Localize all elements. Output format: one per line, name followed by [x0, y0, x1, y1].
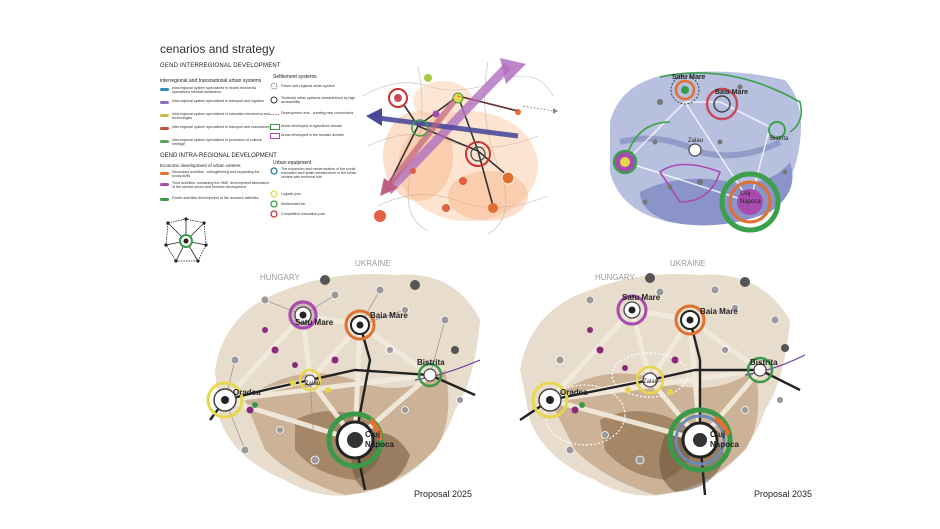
- label-zalau: Zalau: [688, 138, 703, 144]
- ring-icon: [270, 190, 278, 198]
- network-schema: [164, 217, 208, 263]
- ring-icon: [270, 167, 278, 175]
- circle-icon: [270, 96, 278, 104]
- legend-item: inter-regional system specialized in tra…: [172, 125, 271, 129]
- legend-swatch: [160, 172, 169, 175]
- label-ukraine: UKRAINE: [355, 259, 391, 268]
- label-satu-mare: Satu Mare: [622, 293, 661, 302]
- legend-item: Development axis - creating new connecti…: [281, 111, 354, 115]
- ring-icon: [270, 200, 278, 208]
- legend-settlement-list: Future sub-regional urban system Territo…: [270, 82, 360, 152]
- label-cluj: Cluj: [740, 191, 750, 197]
- label-oradea: Oradea: [233, 388, 261, 397]
- legend-item: Areas developed in the touristic domain: [281, 133, 344, 137]
- label-napoca: Napoca: [710, 440, 739, 449]
- caption-proposal-2025: Proposal 2025: [414, 489, 473, 499]
- page-title: cenarios and strategy: [160, 42, 275, 56]
- legend-item: Fourth activities development of the res…: [172, 196, 259, 200]
- legend-item: inter-regional system specialized in pro…: [172, 138, 262, 147]
- legend-item: Logistic pole: [281, 192, 301, 196]
- legend-equipment-list: The expansion and modernization of the s…: [270, 167, 360, 227]
- dashed-line-icon: [270, 114, 279, 115]
- dotted-circle-icon: [270, 82, 278, 90]
- legend-swatch: [160, 114, 169, 117]
- legend-item: Third activities- sustaining the SME, de…: [172, 181, 269, 190]
- legend-heading-intraregional: GEND INTRA-REGIONAL DEVELOPMENT: [160, 153, 277, 159]
- legend-item: Competitive innovation pole: [281, 212, 326, 216]
- label-baia-mare: Baia Mare: [700, 307, 738, 316]
- label-oradea: Oradea: [560, 388, 588, 397]
- legend-economic-list: Secondary activities - strengthening and…: [160, 170, 275, 210]
- label-zalau: Zalau: [305, 381, 320, 387]
- legend-item: intra-regional system specialized in tra…: [172, 99, 264, 103]
- legend-item: Secondary activities - strengthening and…: [172, 170, 260, 179]
- legend-item: Territorial urban systems characterized …: [281, 96, 356, 105]
- label-napoca: Napoca: [740, 199, 761, 205]
- tourism-swatch: [270, 133, 280, 139]
- legend-item: Future sub-regional urban system: [281, 84, 335, 88]
- label-satu-mare: Satu Mare: [672, 74, 706, 81]
- label-hungary: HUNGARY: [595, 273, 636, 282]
- legend-subtitle-economic: Economic development of urban centers: [160, 163, 241, 168]
- legend-item: Multimodal hub: [281, 202, 306, 206]
- label-hungary: HUNGARY: [260, 273, 301, 282]
- agriculture-swatch: [270, 124, 280, 130]
- ring-icon: [270, 210, 278, 218]
- legend-heading-interregional: GEND INTERREGIONAL DEVELOPMENT: [160, 63, 281, 69]
- legend-systems-list: intra-regional system specialized in hea…: [160, 86, 275, 152]
- proposal-2025-map: UKRAINE HUNGARY Satu Mare Baia Mare Orad…: [206, 259, 481, 496]
- label-cluj: Cluj: [365, 430, 380, 439]
- legend-item: intra-regional system specialized in hea…: [172, 86, 257, 95]
- label-satu-mare: Satu Mare: [295, 318, 334, 327]
- label-napoca: Napoca: [365, 440, 394, 449]
- interregional-map: [362, 58, 558, 235]
- legend-swatch: [160, 198, 169, 201]
- legend-swatch: [160, 101, 169, 104]
- legend-item: Areas developed in agriculture domain: [281, 124, 343, 128]
- label-cluj: Cluj: [710, 430, 725, 439]
- legend-swatch: [160, 88, 169, 91]
- legend-settlement-title: Settlement systems: [273, 74, 317, 80]
- legend-item: The expansion and modernization of the s…: [281, 167, 357, 180]
- legend-equipment-title: Urban equipment: [273, 160, 312, 166]
- caption-proposal-2035: Proposal 2035: [754, 489, 813, 499]
- legend-swatch: [160, 140, 169, 143]
- label-zalau: Zalau: [643, 379, 658, 385]
- label-bistrita: Bistrita: [770, 136, 789, 142]
- label-bistrita: Bistrita: [750, 358, 778, 367]
- label-baia-mare: Baia Mare: [370, 311, 408, 320]
- regional-concept-map: Satu Mare Baia Mare Zalau Bistrita Cluj …: [610, 71, 803, 233]
- legend-item: intra-regional system specialized in edu…: [172, 112, 270, 121]
- legend-swatch: [160, 127, 169, 130]
- legend-subtitle-systems: interregional and transnational urban sy…: [160, 78, 262, 84]
- legend-swatch: [160, 183, 169, 186]
- label-baia-mare: Baia Mare: [715, 89, 748, 96]
- label-ukraine: UKRAINE: [670, 259, 706, 268]
- label-bistrita: Bistrita: [417, 358, 445, 367]
- proposal-2035-map: UKRAINE HUNGARY Satu Mare Baia Mare Orad…: [519, 259, 806, 496]
